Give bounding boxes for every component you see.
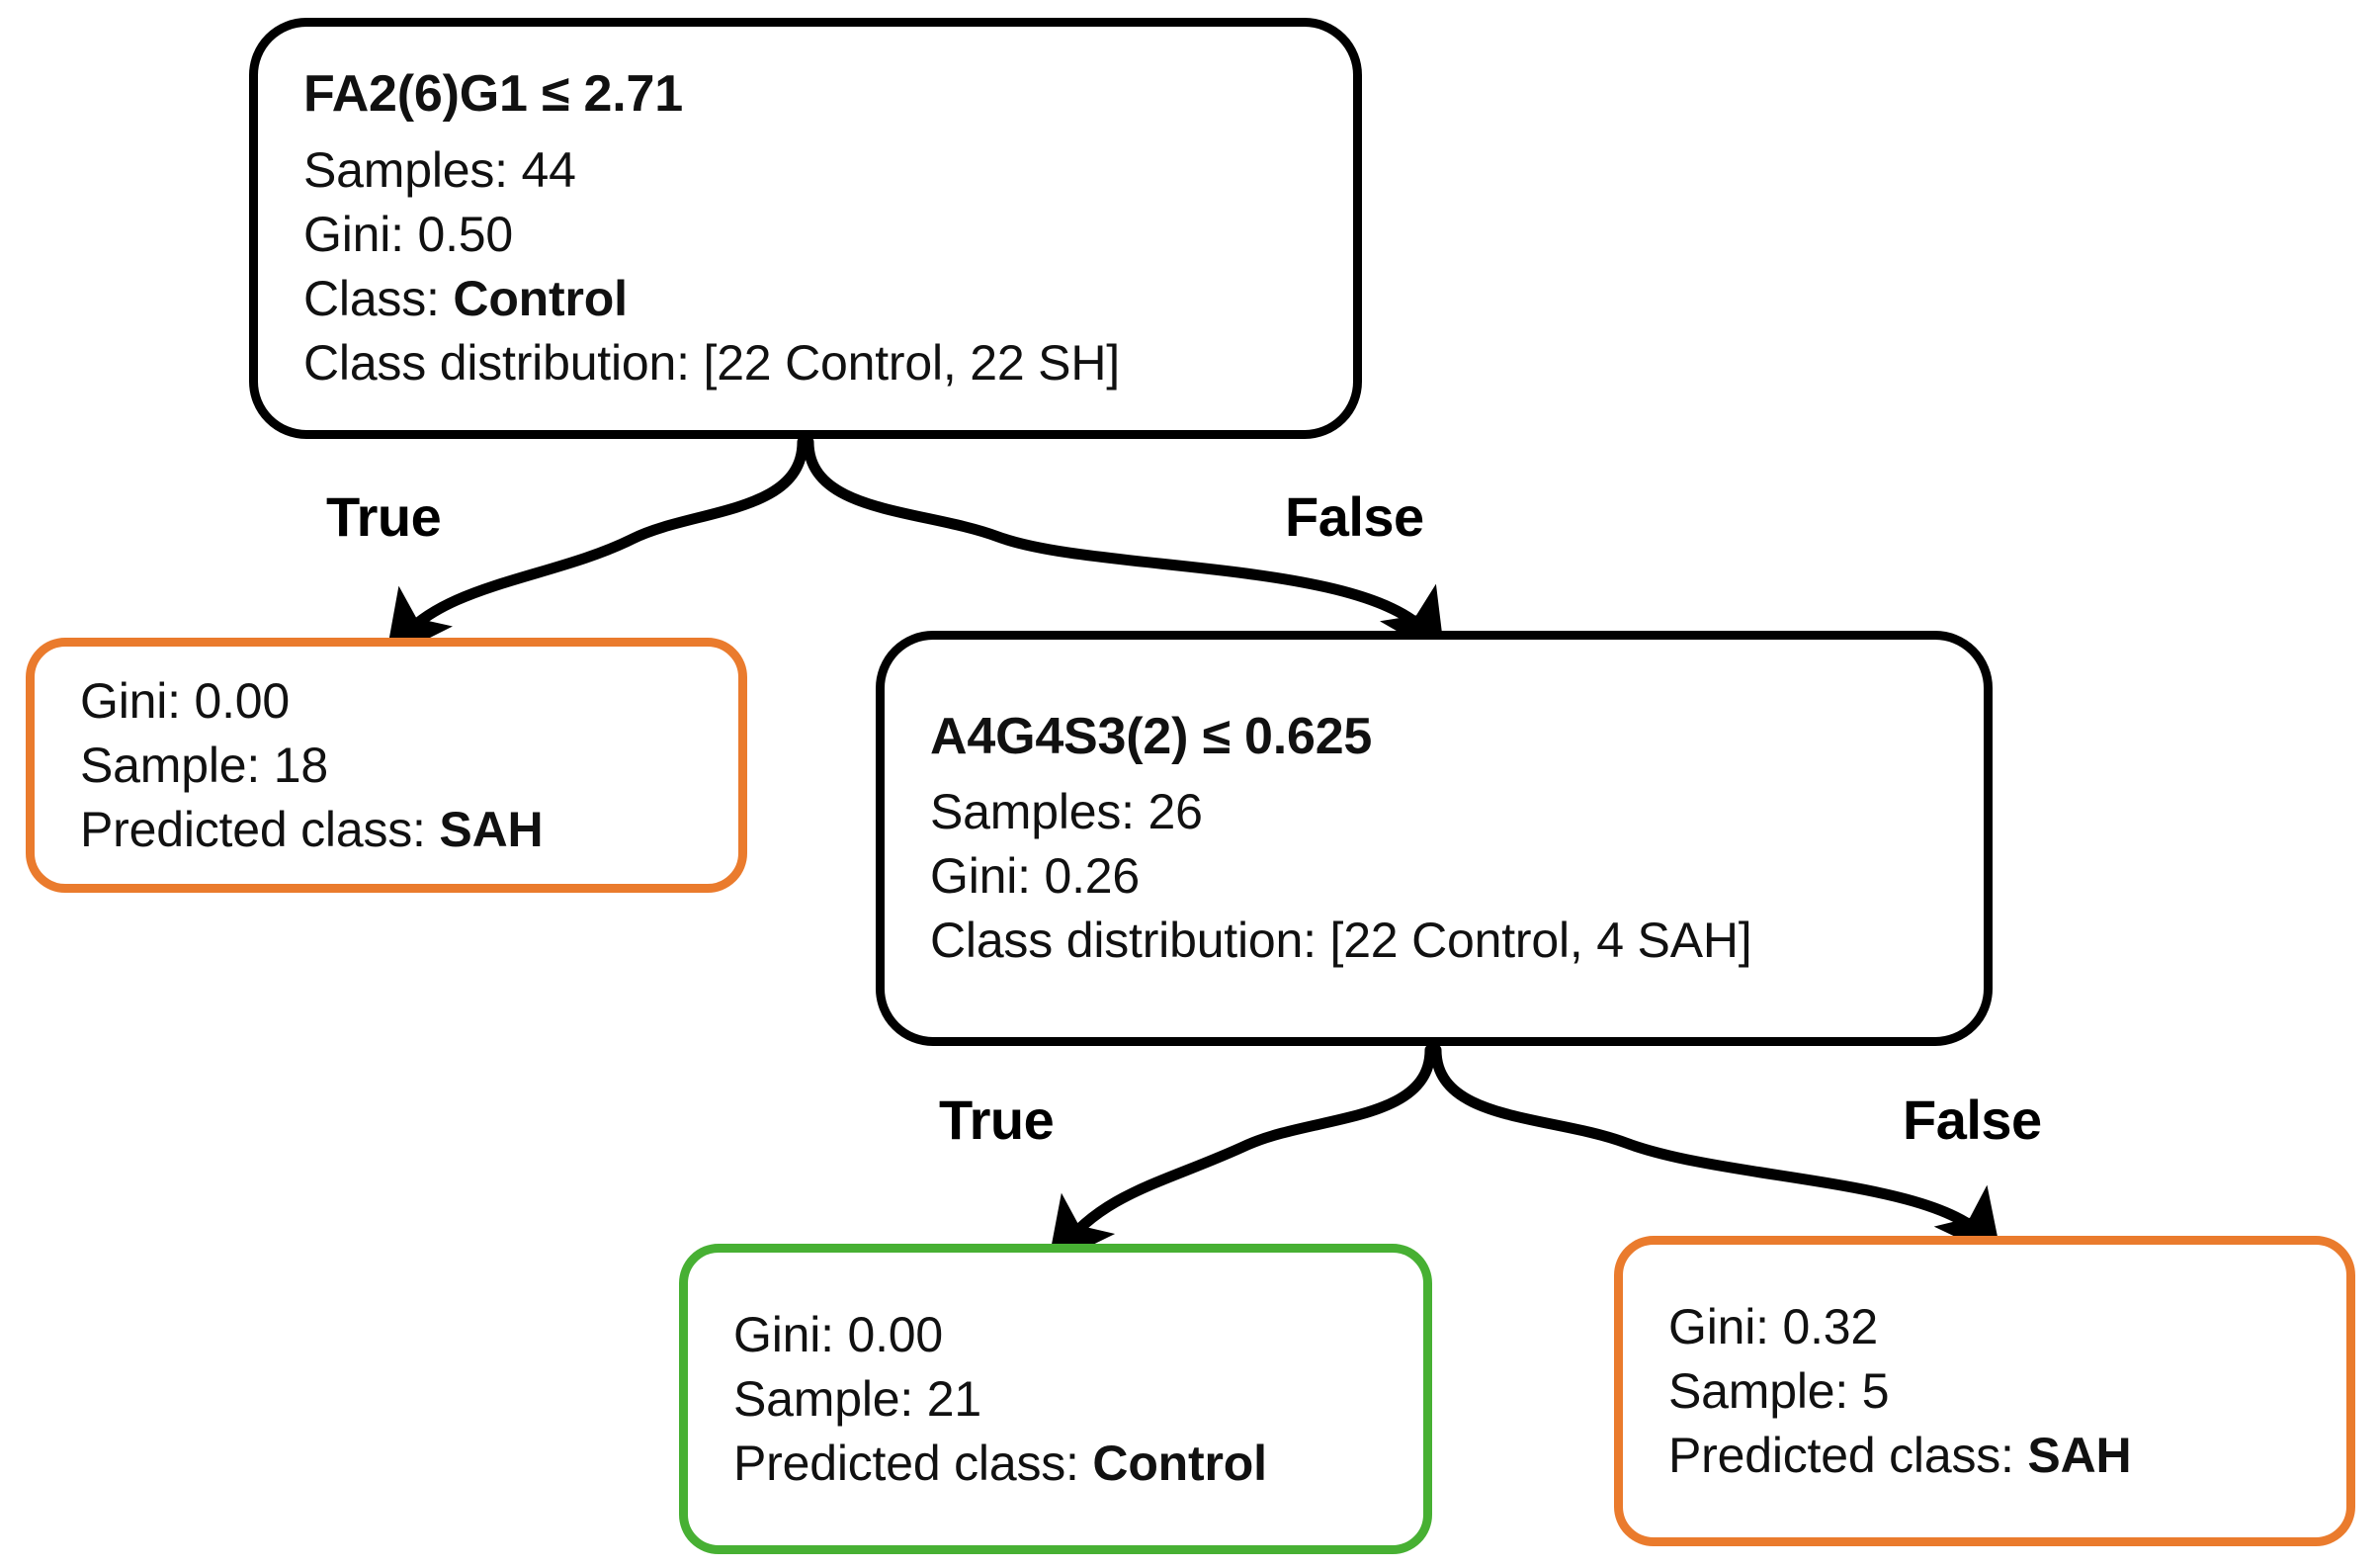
node-root-class-prefix: Class: bbox=[303, 270, 454, 326]
node-leaf-left-content: Gini: 0.00 Sample: 18 Predicted class: S… bbox=[35, 669, 738, 862]
node-leaf-br-predicted-prefix: Predicted class: bbox=[1668, 1427, 2028, 1483]
node-mid-gini: Gini: 0.26 bbox=[930, 848, 1141, 905]
node-leaf-bl-gini: Gini: 0.00 bbox=[733, 1306, 944, 1362]
node-root-class-value: Control bbox=[453, 270, 628, 326]
edge-label-true-mid: True bbox=[939, 1089, 1055, 1151]
edge-root-to-leaf-left bbox=[384, 436, 808, 660]
node-leaf-left-predicted-prefix: Predicted class: bbox=[80, 801, 440, 857]
node-leaf-bl-sample: Sample: 21 bbox=[733, 1370, 981, 1427]
node-root-class-row: Class: Control bbox=[303, 267, 1308, 331]
tree-node-leaf-bottom-right[interactable]: Gini: 0.32 Sample: 5 Predicted class: SA… bbox=[1614, 1236, 2355, 1546]
node-root-samples: Samples: 44 bbox=[303, 141, 576, 198]
node-root-gini: Gini: 0.50 bbox=[303, 206, 514, 262]
tree-node-leaf-left[interactable]: Gini: 0.00 Sample: 18 Predicted class: S… bbox=[26, 638, 747, 893]
node-leaf-left-predicted-row: Predicted class: SAH bbox=[80, 798, 693, 862]
node-root-condition: FA2(6)G1 ≤ 2.71 bbox=[303, 65, 683, 124]
node-leaf-bl-content: Gini: 0.00 Sample: 21 Predicted class: C… bbox=[688, 1303, 1423, 1496]
edge-label-true-root: True bbox=[326, 485, 442, 548]
node-root-distribution: Class distribution: [22 Control, 22 SH] bbox=[303, 334, 1120, 391]
node-root-content: FA2(6)G1 ≤ 2.71 Samples: 44 Gini: 0.50 C… bbox=[258, 61, 1353, 395]
edge-label-false-root: False bbox=[1285, 485, 1424, 548]
tree-node-mid[interactable]: A4G4S3(2) ≤ 0.625 Samples: 26 Gini: 0.26… bbox=[876, 631, 1993, 1046]
tree-node-root[interactable]: FA2(6)G1 ≤ 2.71 Samples: 44 Gini: 0.50 C… bbox=[249, 18, 1362, 439]
node-leaf-br-predicted-class: SAH bbox=[2027, 1427, 2132, 1483]
node-leaf-br-gini: Gini: 0.32 bbox=[1668, 1298, 1879, 1354]
node-mid-samples: Samples: 26 bbox=[930, 784, 1203, 840]
edge-label-false-mid: False bbox=[1903, 1089, 2042, 1151]
node-mid-distribution: Class distribution: [22 Control, 4 SAH] bbox=[930, 913, 1752, 969]
node-leaf-br-sample: Sample: 5 bbox=[1668, 1362, 1890, 1419]
node-mid-condition: A4G4S3(2) ≤ 0.625 bbox=[930, 707, 1373, 765]
edge-mid-to-leaf-bottom-left bbox=[1047, 1044, 1436, 1267]
tree-node-leaf-bottom-left[interactable]: Gini: 0.00 Sample: 21 Predicted class: C… bbox=[679, 1244, 1432, 1554]
node-leaf-br-predicted-row: Predicted class: SAH bbox=[1668, 1424, 2301, 1488]
node-leaf-left-gini: Gini: 0.00 bbox=[80, 672, 291, 729]
node-leaf-bl-predicted-row: Predicted class: Control bbox=[733, 1432, 1378, 1496]
node-leaf-left-sample: Sample: 18 bbox=[80, 737, 328, 793]
node-leaf-bl-predicted-prefix: Predicted class: bbox=[733, 1435, 1093, 1491]
node-leaf-br-content: Gini: 0.32 Sample: 5 Predicted class: SA… bbox=[1623, 1295, 2346, 1488]
node-mid-content: A4G4S3(2) ≤ 0.625 Samples: 26 Gini: 0.26… bbox=[885, 704, 1984, 974]
node-leaf-left-predicted-class: SAH bbox=[439, 801, 544, 857]
node-leaf-bl-predicted-class: Control bbox=[1092, 1435, 1267, 1491]
